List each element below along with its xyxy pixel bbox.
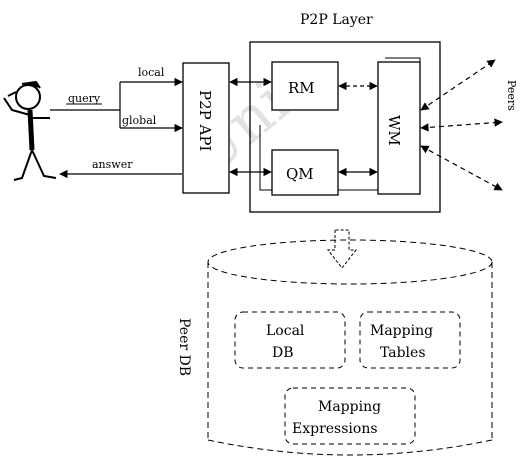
mapping-tables-label-2: Tables: [380, 345, 426, 361]
edge-label-answer: answer: [92, 158, 133, 171]
p2p-api-label: P2P API: [196, 90, 214, 151]
mapping-tables-label-1: Mapping: [370, 323, 433, 339]
rm-label: RM: [288, 79, 315, 97]
edge-label-query: query: [68, 92, 101, 105]
edge-label-global: global: [122, 114, 157, 127]
local-db-label-1: Local: [266, 323, 305, 339]
qm-label: QM: [286, 165, 314, 183]
peers-label: Peers: [505, 80, 518, 111]
db-connector-arrow: [328, 230, 356, 268]
p2p-layer-title: P2P Layer: [300, 12, 373, 28]
peer-db-title: Peer DB: [176, 318, 192, 376]
mapping-expressions-label-1: Mapping: [318, 399, 381, 415]
edge-label-local: local: [138, 66, 165, 79]
user-icon: [4, 82, 56, 180]
mapping-expressions-label-2: Expressions: [292, 421, 378, 437]
local-db-label-2: DB: [272, 345, 294, 361]
wm-label: WM: [385, 115, 403, 146]
